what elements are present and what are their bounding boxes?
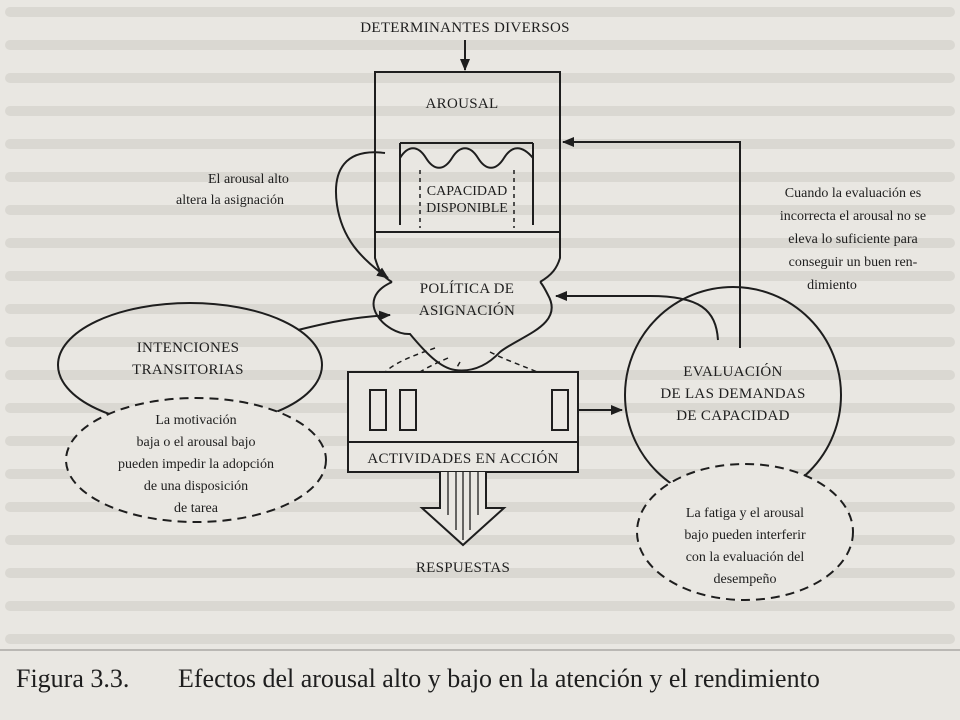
arousal-title: AROUSAL (426, 96, 499, 112)
note-motivation-2: baja o el arousal bajo (137, 435, 256, 450)
capacity-line-1: CAPACIDAD (427, 184, 507, 199)
note-motivation-3: pueden impedir la adopción (118, 457, 274, 472)
note-evaluation-2: incorrecta el arousal no se (780, 209, 926, 224)
intentions-arrow (297, 310, 391, 331)
note-fatigue-1: La fatiga y el arousal (686, 506, 804, 521)
allocation-line-1: POLÍTICA DE (420, 280, 515, 297)
allocation-line-2: ASIGNACIÓN (419, 302, 515, 319)
evaluation-line-1: EVALUACIÓN (683, 363, 782, 380)
note-high-arousal-1: El arousal alto (208, 172, 289, 187)
note-motivation-1: La motivación (155, 413, 236, 428)
note-fatigue-3: con la evaluación del (686, 550, 805, 565)
activity-slot-2 (399, 389, 417, 431)
evaluation-line-3: DE CAPACIDAD (676, 408, 789, 424)
activity-slot-3 (551, 389, 569, 431)
note-fatigue-4: desempeño (714, 572, 777, 587)
intentions-line-1: INTENCIONES (137, 340, 239, 356)
high-arousal-arrow (335, 151, 389, 279)
note-fatigue-2: bajo pueden interferir (684, 528, 806, 543)
allocation-policy-shape (372, 281, 553, 372)
responses-label: RESPUESTAS (416, 560, 510, 576)
caption-number: Figura 3.3. (16, 664, 129, 693)
note-high-arousal-2: altera la asignación (176, 193, 284, 208)
note-motivation-4: de una disposición (144, 479, 248, 494)
capacity-wave (399, 147, 534, 169)
note-evaluation-4: conseguir un buen ren- (789, 255, 918, 270)
caption-text: Efectos del arousal alto y bajo en la at… (178, 664, 820, 693)
note-evaluation-1: Cuando la evaluación es (785, 186, 921, 201)
feedback-arrow-allocation (555, 291, 719, 341)
activity-slot-1 (369, 389, 387, 431)
feedback-arrow-arousal (562, 137, 741, 348)
allocation-flow-1 (379, 347, 436, 381)
responses-arrow (419, 472, 507, 547)
note-motivation-5: de tarea (174, 501, 219, 516)
capacity-line-2: DISPONIBLE (426, 201, 508, 216)
note-evaluation-3: eleva lo suficiente para (788, 232, 918, 247)
intentions-line-2: TRANSITORIAS (132, 362, 244, 378)
evaluation-line-2: DE LAS DEMANDAS (660, 386, 805, 402)
funnel-right (539, 232, 561, 283)
note-evaluation-5: dimiento (807, 278, 857, 293)
activities-label: ACTIVIDADES EN ACCIÓN (367, 450, 558, 467)
determinantes-label: DETERMINANTES DIVERSOS (360, 20, 570, 36)
fatigue-note-ellipse (636, 463, 854, 601)
motivation-note-ellipse (65, 397, 327, 523)
